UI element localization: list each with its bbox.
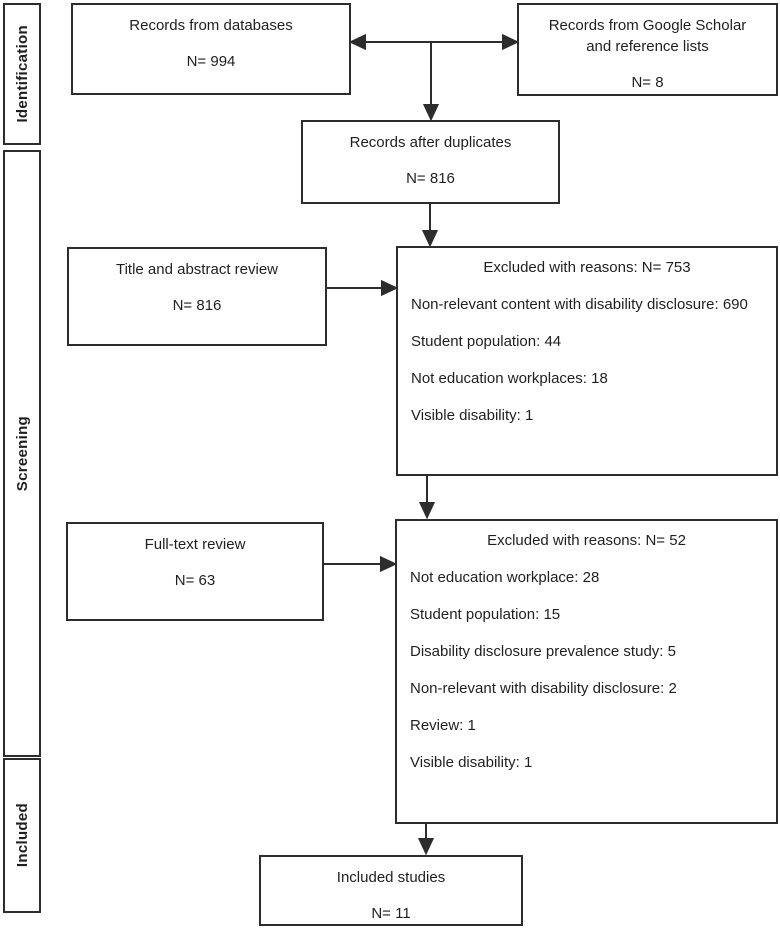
box-records-after-duplicates: Records after duplicates N= 816 xyxy=(301,120,560,204)
box-included-studies-title: Included studies xyxy=(336,869,446,886)
box-excluded-full-text-title: Excluded with reasons: N= 52 xyxy=(487,532,686,549)
excluded-reason: Not education workplace: 28 xyxy=(410,569,600,586)
arrow-fulltext-to-excluded2 xyxy=(324,555,398,573)
box-records-databases-count: N= 994 xyxy=(186,53,236,70)
box-records-google-scholar: Records from Google Scholar and referenc… xyxy=(517,3,778,96)
excluded-reason: Student population: 15 xyxy=(410,606,561,623)
box-full-text-review: Full-text review N= 63 xyxy=(66,522,324,621)
box-excluded-title-abstract-title: Excluded with reasons: N= 753 xyxy=(483,259,691,276)
excluded-reason: Non-relevant with disability disclosure:… xyxy=(410,680,677,697)
box-full-text-review-title: Full-text review xyxy=(144,536,246,553)
box-included-studies: Included studies N= 11 xyxy=(259,855,523,926)
excluded-reason: Student population: 44 xyxy=(411,333,562,350)
excluded-reason: Non-relevant content with disability dis… xyxy=(411,296,748,313)
excluded-reason: Review: 1 xyxy=(410,717,476,734)
stage-included: Included xyxy=(3,758,41,913)
arrow-excluded1-to-excluded2 xyxy=(418,476,436,520)
box-excluded-full-text: Excluded with reasons: N= 52 Not educati… xyxy=(395,519,778,824)
stage-identification: Identification xyxy=(3,3,41,145)
box-records-after-duplicates-count: N= 816 xyxy=(406,170,455,187)
box-title-abstract-review-count: N= 816 xyxy=(172,297,222,314)
arrow-titleabstract-to-excluded1 xyxy=(327,279,399,297)
box-title-abstract-review: Title and abstract review N= 816 xyxy=(67,247,327,346)
excluded-reason: Visible disability: 1 xyxy=(410,754,533,771)
arrow-excluded2-to-included xyxy=(417,824,435,856)
stage-included-label: Included xyxy=(13,803,31,868)
box-title-abstract-review-title: Title and abstract review xyxy=(115,261,278,278)
stage-screening-label: Screening xyxy=(13,415,31,492)
arrow-to-after-duplicates xyxy=(422,43,440,122)
box-excluded-title-abstract: Excluded with reasons: N= 753 Non-releva… xyxy=(396,246,778,476)
arrow-duplicates-to-excluded1 xyxy=(421,204,439,248)
excluded-reason: Disability disclosure prevalence study: … xyxy=(410,643,676,660)
box-records-google-scholar-count: N= 8 xyxy=(631,74,664,91)
box-records-databases-title: Records from databases xyxy=(129,17,293,34)
box-included-studies-count: N= 11 xyxy=(371,905,411,922)
box-full-text-review-count: N= 63 xyxy=(174,572,216,589)
box-records-google-scholar-title: Records from Google Scholar and referenc… xyxy=(548,17,747,55)
box-records-after-duplicates-title: Records after duplicates xyxy=(349,134,512,151)
excluded-reason: Not education workplaces: 18 xyxy=(411,370,608,387)
excluded-reason: Visible disability: 1 xyxy=(411,407,534,424)
stage-identification-label: Identification xyxy=(13,25,31,123)
box-records-databases: Records from databases N= 994 xyxy=(71,3,351,95)
stage-screening: Screening xyxy=(3,150,41,757)
arrow-databases-googlescholar xyxy=(348,33,520,51)
